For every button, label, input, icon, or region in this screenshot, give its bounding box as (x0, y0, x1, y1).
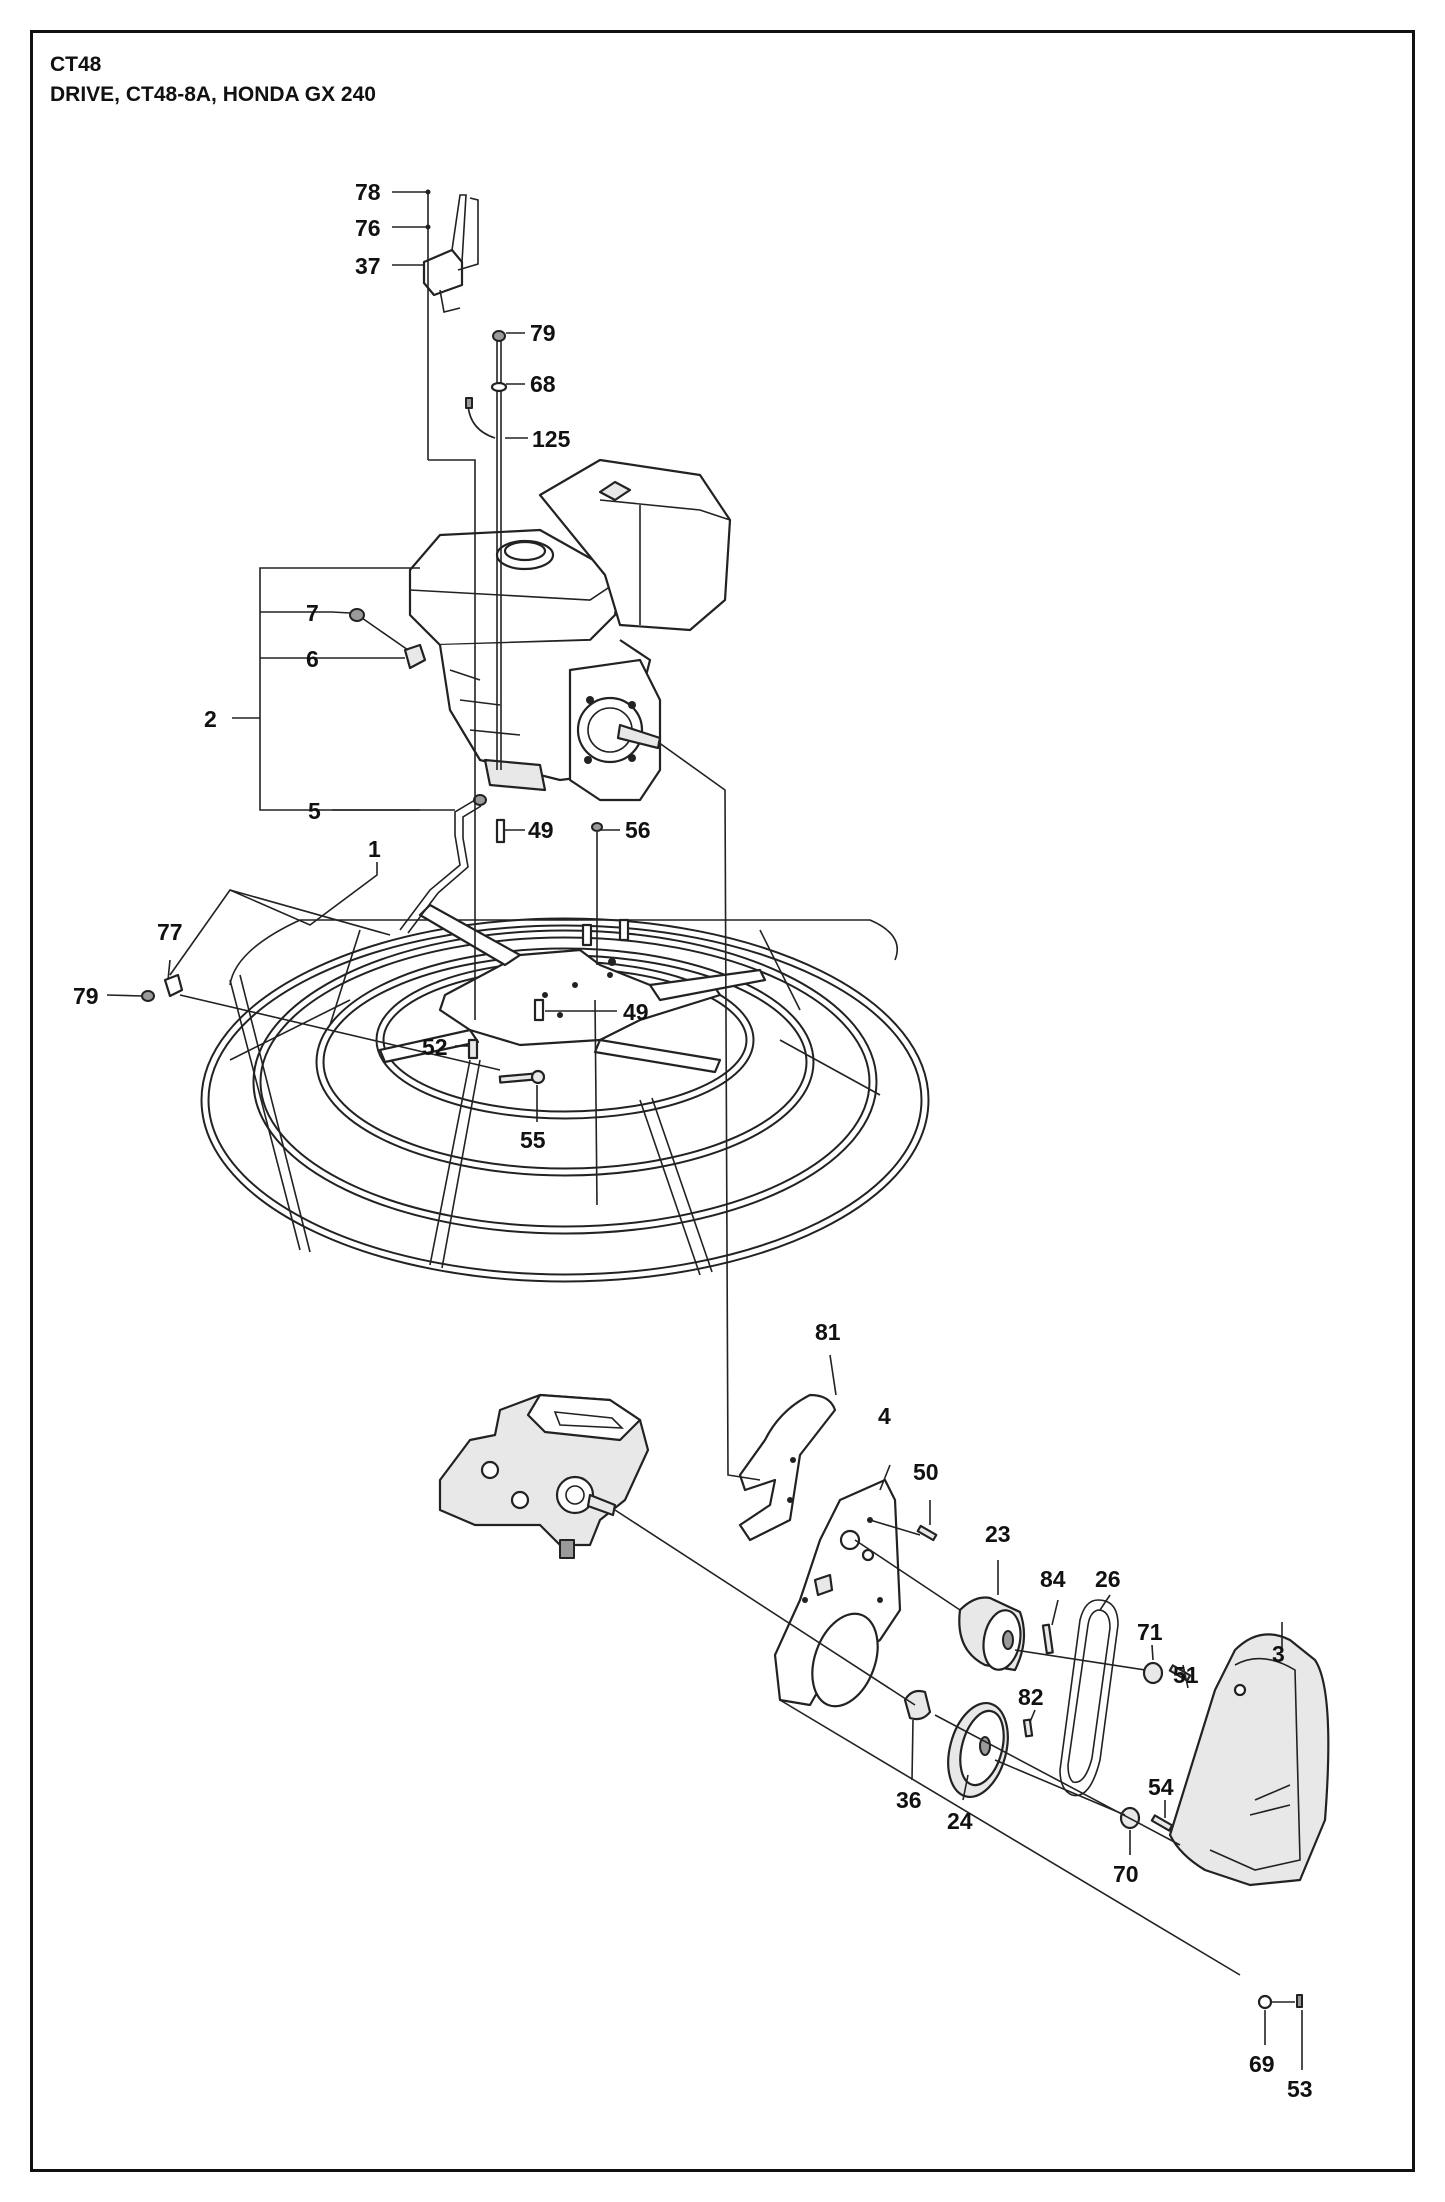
callout-50: 50 (913, 1459, 939, 1485)
callout-36: 36 (896, 1787, 922, 1813)
callout-79-left: 79 (73, 983, 99, 1009)
driven-pulley-24 (947, 1701, 1009, 1799)
callout-71: 71 (1137, 1619, 1163, 1645)
callout-24: 24 (947, 1808, 973, 1834)
callout-6: 6 (306, 646, 319, 672)
callout-53: 53 (1287, 2076, 1313, 2102)
callout-7: 7 (306, 600, 319, 626)
callout-49-lower: 49 (623, 999, 649, 1025)
belt-guard-bracket (738, 1393, 837, 1542)
mounting-plate (773, 1478, 902, 1708)
callout-2: 2 (204, 706, 217, 732)
callout-84: 84 (1040, 1566, 1066, 1592)
callout-51: 51 (1173, 1662, 1199, 1688)
callout-4: 4 (878, 1403, 891, 1429)
callout-54: 54 (1148, 1774, 1174, 1800)
spacer-36 (903, 1689, 932, 1721)
callout-77: 77 (157, 919, 183, 945)
callout-52: 52 (422, 1034, 448, 1060)
callout-69: 69 (1249, 2051, 1275, 2077)
callout-1: 1 (368, 836, 381, 862)
diagram-title: DRIVE, CT48-8A, HONDA GX 240 (50, 83, 376, 106)
callout-3: 3 (1272, 1641, 1285, 1667)
kill-switch-assembly (422, 194, 479, 313)
callout-78: 78 (355, 179, 381, 205)
callout-56: 56 (625, 817, 651, 843)
callout-82: 82 (1018, 1684, 1044, 1710)
callout-125: 125 (532, 426, 571, 452)
callout-70: 70 (1113, 1861, 1139, 1887)
belt-guard-cover (1168, 1633, 1330, 2010)
callout-23: 23 (985, 1521, 1011, 1547)
callout-labels: 78 76 37 79 68 125 7 6 2 5 49 56 1 77 79… (73, 179, 1313, 2102)
callout-49-upper: 49 (528, 817, 554, 843)
drive-pulley-23 (958, 1596, 1026, 1672)
gearbox (438, 1393, 650, 1559)
callout-76: 76 (355, 215, 381, 241)
callout-81: 81 (815, 1319, 841, 1345)
callout-79-top: 79 (530, 320, 556, 346)
callout-5: 5 (308, 798, 321, 824)
callout-37: 37 (355, 253, 381, 279)
callout-26: 26 (1095, 1566, 1121, 1592)
callout-55: 55 (520, 1127, 546, 1153)
v-belt-26 (1059, 1599, 1119, 1797)
leader-lines (106, 189, 1303, 2070)
callout-68: 68 (530, 371, 556, 397)
keys-fasteners (916, 1524, 1192, 1832)
engine-honda-gx240 (349, 330, 732, 802)
handle-tube (399, 794, 487, 934)
trowel-ring-assembly (200, 903, 930, 1283)
model-code: CT48 (50, 53, 102, 76)
